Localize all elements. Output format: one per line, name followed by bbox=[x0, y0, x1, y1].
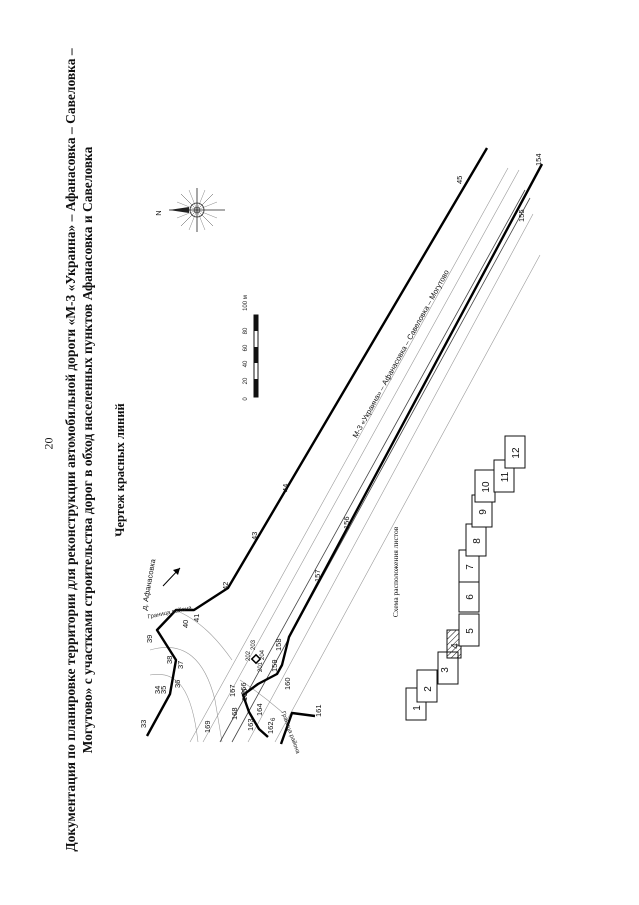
direction-arrow-icon bbox=[162, 567, 181, 587]
point-202: 202 bbox=[246, 650, 252, 661]
sheet-label-9: 9 bbox=[478, 509, 489, 515]
point-labels: 33 34 35 36 37 38 39 40 41 42 43 44 45 1… bbox=[139, 153, 543, 734]
scale-tick-40: 40 bbox=[243, 360, 249, 367]
point-204: 204 bbox=[260, 649, 266, 660]
point-154: 154 bbox=[534, 153, 543, 166]
point-41: 41 bbox=[192, 614, 201, 622]
sheet-label-12: 12 bbox=[511, 447, 522, 459]
point-43: 43 bbox=[250, 532, 259, 540]
sheet-box-12 bbox=[504, 435, 526, 469]
point-167: 167 bbox=[228, 684, 237, 697]
point-38: 38 bbox=[165, 656, 174, 664]
scale-tick-60: 60 bbox=[243, 344, 249, 351]
red-lines bbox=[145, 147, 544, 745]
point-158: 158 bbox=[274, 638, 283, 651]
point-157: 157 bbox=[313, 569, 322, 582]
point-45: 45 bbox=[455, 176, 464, 184]
point-39: 39 bbox=[145, 635, 154, 643]
sheet-label-6: 6 bbox=[465, 594, 476, 600]
point-36: 36 bbox=[173, 680, 182, 688]
point-168: 168 bbox=[230, 707, 239, 720]
point-169: 169 bbox=[203, 720, 212, 733]
point-42: 42 bbox=[221, 582, 230, 590]
point-160: 160 bbox=[283, 677, 292, 690]
point-163: 163 bbox=[246, 718, 255, 731]
sheet-label-8: 8 bbox=[472, 538, 483, 544]
point-34: 34 bbox=[153, 686, 162, 694]
sheet-box-5 bbox=[458, 613, 480, 647]
point-166b: 6 bbox=[271, 717, 277, 721]
point-201: 201 bbox=[258, 661, 264, 672]
compass-icon: N bbox=[154, 188, 225, 232]
sheet-label-11: 11 bbox=[500, 471, 511, 482]
point-35: 35 bbox=[159, 686, 168, 694]
sheet-layout-scheme: Схема расположения листов 1 2 3 4 5 6 7 … bbox=[391, 435, 526, 721]
point-156: 156 bbox=[342, 516, 351, 529]
scale-tick-100: 100 м bbox=[243, 295, 249, 311]
scale-tick-0: 0 bbox=[243, 397, 249, 401]
point-155: 155 bbox=[517, 209, 526, 222]
point-165: 165 bbox=[240, 688, 249, 701]
boundary-top-label: Граница района bbox=[147, 604, 193, 620]
point-162: 162 bbox=[266, 721, 275, 734]
road-centerlines bbox=[219, 189, 531, 743]
intersection-marker bbox=[250, 653, 262, 665]
point-44: 44 bbox=[281, 484, 290, 492]
road-carriageway bbox=[149, 167, 541, 743]
scale-bar: 0 20 40 60 80 100 м bbox=[243, 295, 259, 401]
sheet-label-2: 2 bbox=[423, 686, 434, 692]
sheet-label-7: 7 bbox=[465, 564, 476, 570]
point-33: 33 bbox=[139, 720, 148, 728]
point-37: 37 bbox=[176, 661, 185, 669]
sheet-label-4: 4 bbox=[450, 643, 461, 649]
sheet-label-5: 5 bbox=[465, 628, 476, 634]
scale-tick-20: 20 bbox=[243, 377, 249, 384]
sheet-label-3: 3 bbox=[440, 667, 451, 673]
point-161: 161 bbox=[314, 704, 323, 717]
compass-north-label: N bbox=[154, 210, 163, 215]
scale-tick-80: 80 bbox=[243, 327, 249, 334]
point-159: 159 bbox=[270, 659, 279, 672]
sheet-scheme-title: Схема расположения листов bbox=[391, 526, 400, 617]
point-40: 40 bbox=[181, 620, 190, 628]
sheet-label-10: 10 bbox=[481, 481, 492, 493]
sheet-box-2 bbox=[416, 669, 438, 703]
point-166: 166 bbox=[239, 682, 248, 695]
point-164: 164 bbox=[255, 703, 264, 716]
direction-label: д. Афанасовка bbox=[140, 557, 158, 610]
point-203: 203 bbox=[251, 639, 257, 650]
sheet-label-1: 1 bbox=[412, 705, 423, 711]
